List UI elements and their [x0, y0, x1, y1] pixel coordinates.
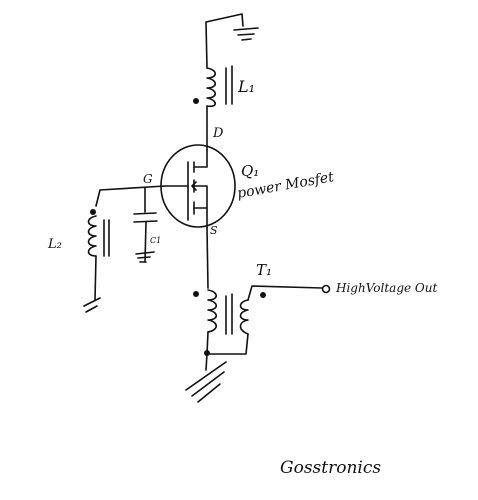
capacitor-c1 [133, 212, 158, 263]
inductor-l2 [83, 209, 110, 313]
drain-rail-wire [205, 21, 208, 69]
label-source: S [210, 224, 218, 237]
output-wire [247, 285, 323, 301]
transformer-t1 [193, 289, 266, 335]
t1-return-wire [206, 331, 249, 355]
label-l1: L₁ [237, 77, 255, 96]
mosfet-q1 [160, 144, 236, 229]
label-gate: G [143, 172, 153, 186]
label-q1: Q₁ [241, 162, 259, 180]
signature-text: Gosstronics [280, 458, 381, 478]
label-c1: C1 [150, 236, 161, 245]
source-wire [206, 227, 209, 289]
inductor-l1 [193, 65, 233, 108]
label-output: HighVoltage Out [335, 281, 437, 295]
label-t1: T₁ [256, 261, 272, 279]
label-l2: L₂ [47, 237, 62, 252]
bottom-ground-symbol [185, 361, 227, 403]
label-drain: D [212, 126, 224, 141]
output-terminal [321, 284, 331, 294]
gate-wire [95, 185, 166, 207]
top-ground-symbol [205, 13, 259, 41]
